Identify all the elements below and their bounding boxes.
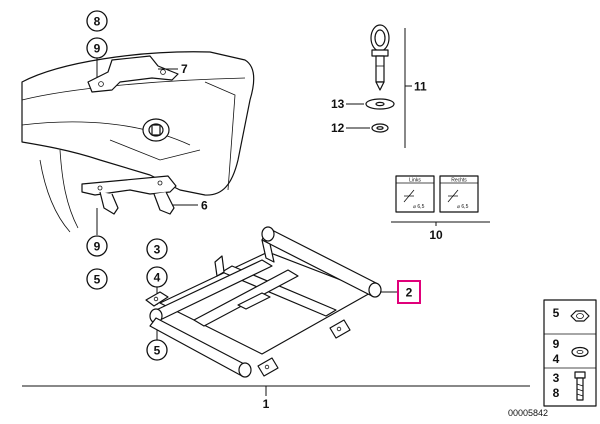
svg-text:12: 12 — [331, 121, 345, 135]
svg-text:4: 4 — [154, 271, 161, 285]
svg-text:3: 3 — [553, 371, 560, 385]
bolt-icon — [574, 371, 586, 401]
svg-text:Links: Links — [409, 178, 421, 184]
svg-text:6: 6 — [201, 199, 208, 213]
svg-text:8: 8 — [94, 15, 101, 29]
callout-9-bottom: 9 — [86, 235, 108, 257]
svg-text:⌀ 6,5: ⌀ 6,5 — [457, 204, 469, 210]
callout-3: 3 — [146, 238, 168, 260]
washer-icon — [571, 346, 589, 358]
diagram-id: 00005842 — [508, 408, 548, 418]
fastener-legend: 5 9 4 3 8 — [543, 299, 597, 407]
callout-1: 1 — [263, 397, 270, 411]
callout-7: 7 — [158, 62, 188, 76]
svg-text:10: 10 — [429, 228, 443, 242]
svg-text:7: 7 — [181, 62, 188, 76]
callout-12: 12 — [331, 121, 370, 135]
svg-text:13: 13 — [331, 97, 345, 111]
svg-text:9: 9 — [553, 337, 560, 351]
svg-text:9: 9 — [94, 42, 101, 56]
callout-11: 11 — [405, 80, 427, 94]
svg-text:5: 5 — [154, 344, 161, 358]
svg-text:5: 5 — [94, 273, 101, 287]
quick-release-pin — [370, 24, 390, 91]
callout-4: 4 — [146, 266, 168, 288]
svg-text:4: 4 — [553, 352, 560, 366]
callout-10: 10 — [429, 228, 443, 242]
svg-text:⌀ 6,5: ⌀ 6,5 — [413, 204, 425, 210]
label-stickers: Links ⌀ 6,5 Rechts ⌀ 6,5 — [395, 175, 479, 213]
svg-text:1: 1 — [263, 397, 270, 411]
nut-icon — [570, 310, 590, 322]
svg-text:Rechts: Rechts — [451, 178, 467, 184]
washer-13 — [365, 98, 395, 110]
callout-6: 6 — [172, 199, 208, 213]
svg-text:9: 9 — [94, 240, 101, 254]
svg-text:8: 8 — [553, 386, 560, 400]
lower-bracket — [81, 175, 177, 215]
svg-text:3: 3 — [154, 243, 161, 257]
callout-13: 13 — [331, 97, 364, 111]
callout-2-highlighted[interactable]: 2 — [380, 280, 421, 304]
lock-cylinder — [142, 118, 170, 142]
callout-5-left: 5 — [86, 268, 108, 290]
carrier-frame — [145, 226, 382, 378]
callout-5-middle: 5 — [146, 339, 168, 361]
callout-9-top: 9 — [86, 37, 108, 59]
svg-text:5: 5 — [553, 306, 560, 320]
lock-washer-12 — [371, 123, 389, 133]
svg-text:11: 11 — [414, 80, 427, 94]
svg-text:2: 2 — [406, 286, 413, 300]
rear-body-section — [21, 51, 255, 233]
callout-8: 8 — [86, 10, 108, 32]
upper-bracket — [87, 55, 179, 93]
